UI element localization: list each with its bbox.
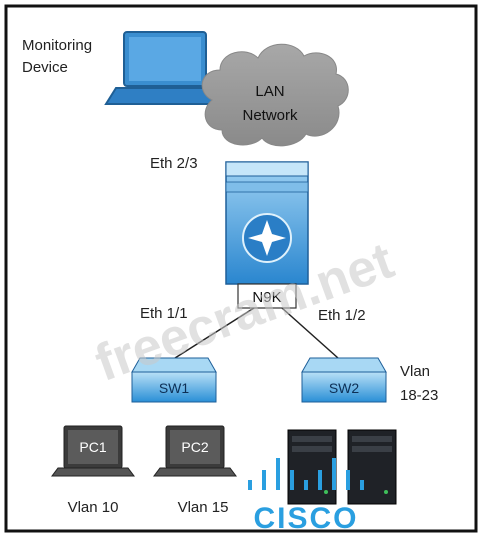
monitoring-device-label-line1: Monitoring bbox=[22, 37, 92, 54]
lan-cloud-icon bbox=[201, 43, 349, 147]
sw1-switch-icon bbox=[131, 357, 217, 403]
sw1-label: SW1 bbox=[159, 380, 190, 396]
server-left-icon bbox=[287, 429, 337, 505]
pc2-vlan-label: Vlan 15 bbox=[178, 499, 229, 516]
pc2-label: PC2 bbox=[181, 439, 208, 455]
pc1-laptop-icon bbox=[51, 425, 135, 477]
sw2-switch-icon bbox=[301, 357, 387, 403]
port-left-label: Eth 1/1 bbox=[140, 305, 188, 322]
cloud-label-line1: LAN bbox=[255, 83, 284, 100]
n9k-label-box bbox=[237, 283, 297, 309]
cisco-logo-text: CISCO bbox=[253, 502, 358, 535]
sw2-label: SW2 bbox=[329, 380, 360, 396]
pc1-label: PC1 bbox=[79, 439, 106, 455]
cisco-logo: CISCO bbox=[248, 458, 364, 535]
n9k-port-top-label: Eth 2/3 bbox=[150, 155, 198, 172]
vlan-right-label-line2: 18-23 bbox=[400, 387, 438, 404]
server-right-icon bbox=[347, 429, 397, 505]
pc2-laptop-icon bbox=[153, 425, 237, 477]
cloud-label-line2: Network bbox=[242, 107, 298, 124]
n9k-switch-icon bbox=[225, 161, 309, 285]
monitoring-device-label-line2: Device bbox=[22, 59, 68, 76]
link-n9k-sw2 bbox=[281, 307, 339, 359]
pc1-vlan-label: Vlan 10 bbox=[68, 499, 119, 516]
vlan-right-label-line1: Vlan bbox=[400, 363, 430, 380]
port-right-label: Eth 1/2 bbox=[318, 307, 366, 324]
link-n9k-sw1 bbox=[174, 307, 255, 359]
n9k-label: N9K bbox=[252, 289, 281, 306]
